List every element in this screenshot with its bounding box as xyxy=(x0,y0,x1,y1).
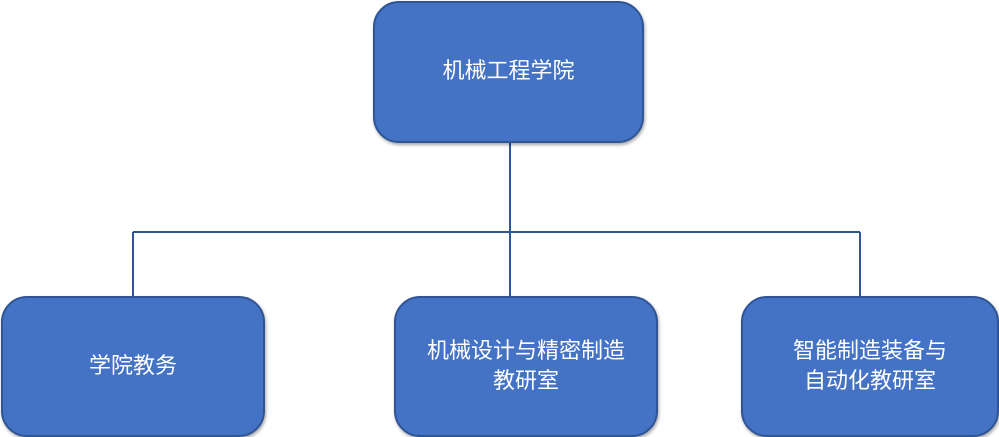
org-node-intelligent-manufacturing-label: 智能制造装备与 自动化教研室 xyxy=(792,338,947,394)
org-node-root-label: 机械工程学院 xyxy=(442,59,575,84)
org-node-intelligent-manufacturing: 智能制造装备与 自动化教研室 xyxy=(741,296,999,437)
org-node-academic-affairs: 学院教务 xyxy=(1,296,265,437)
org-node-academic-affairs-label: 学院教务 xyxy=(88,353,177,379)
org-node-root: 机械工程学院 xyxy=(373,1,644,143)
org-node-precision-design-label: 机械设计与精密制造 教研室 xyxy=(426,338,625,394)
org-node-precision-design: 机械设计与精密制造 教研室 xyxy=(394,296,658,437)
